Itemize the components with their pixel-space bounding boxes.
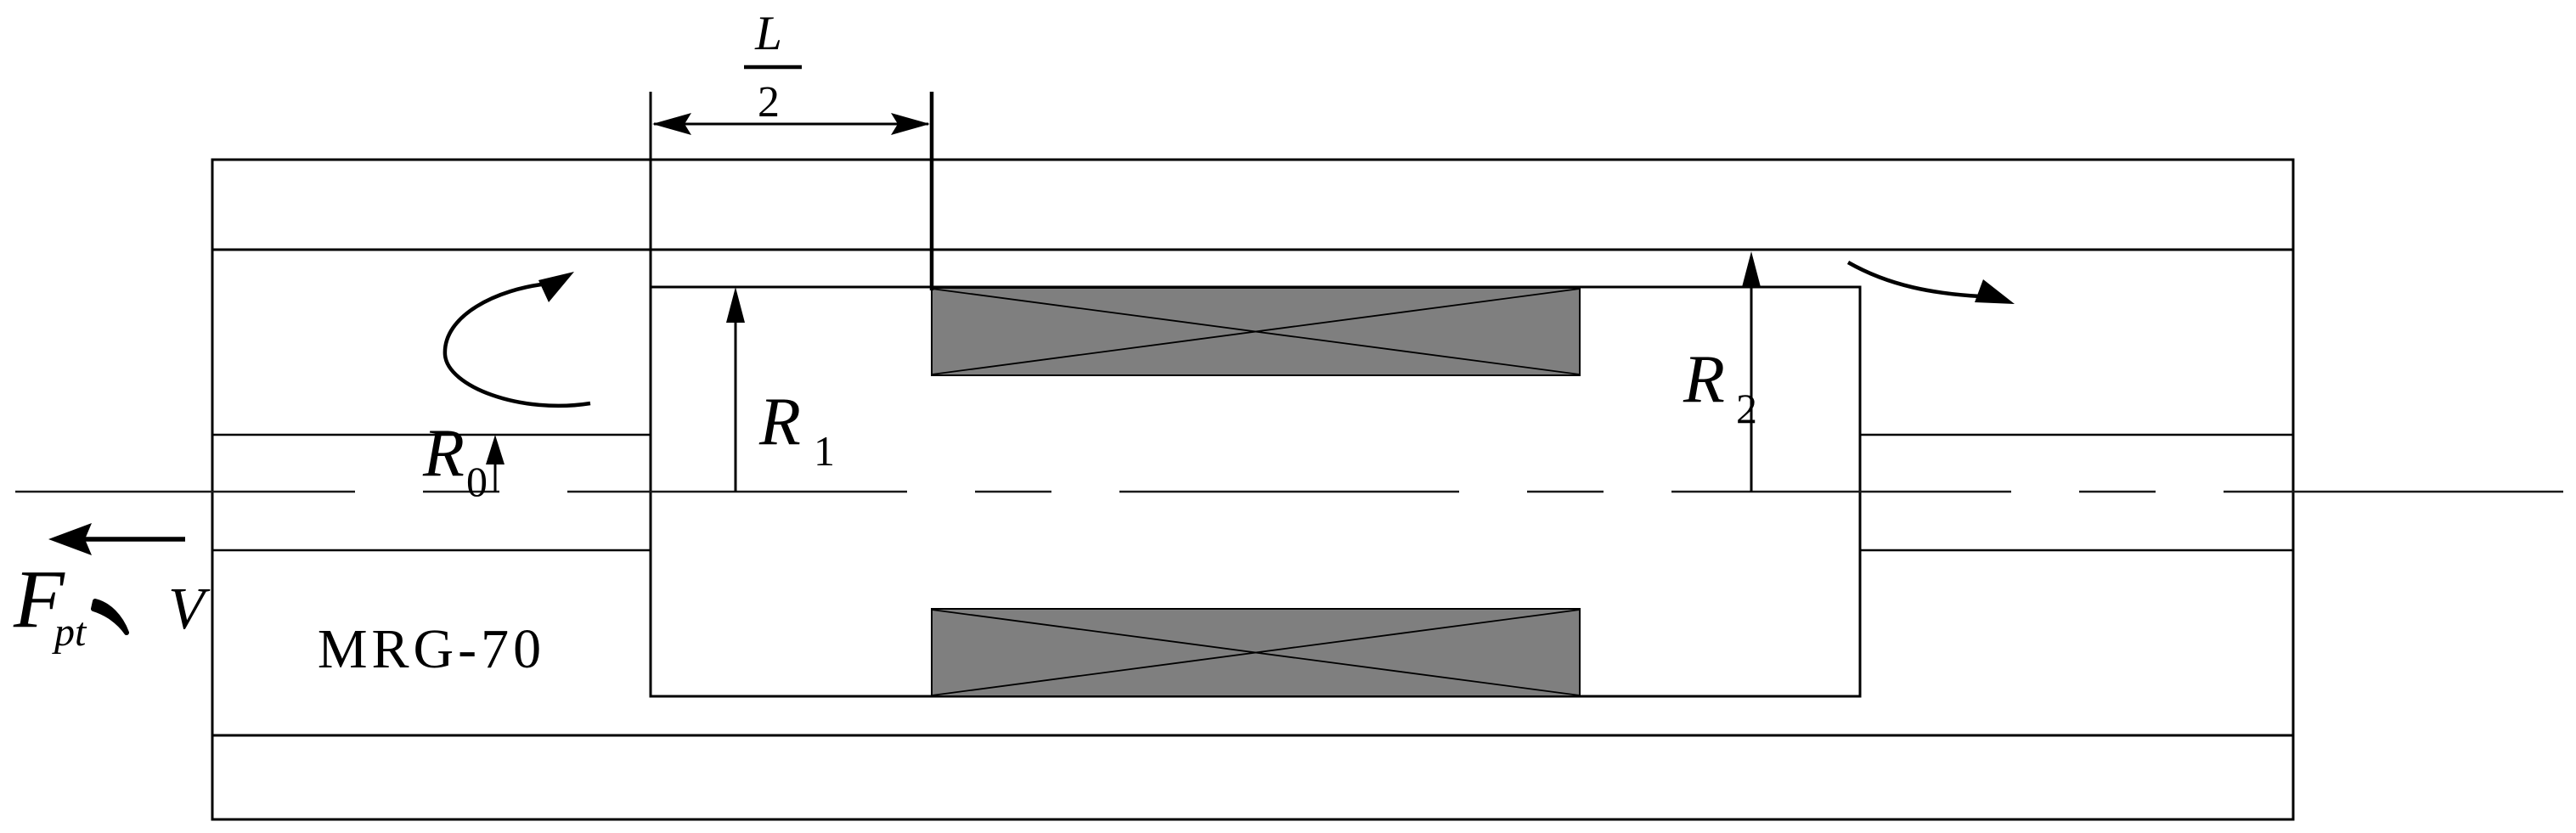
flow-arrow-right-curve xyxy=(1846,261,1981,299)
dimension-arrowhead-left xyxy=(652,113,691,135)
ideographic-comma: 、 xyxy=(91,599,129,635)
radius-rod-annotation: R 0 xyxy=(422,416,504,505)
coil-upper-diagonal-2 xyxy=(931,288,1581,375)
r0-label-subscript: 0 xyxy=(466,458,488,505)
r2-label-subscript: 2 xyxy=(1736,385,1757,432)
force-arrowhead xyxy=(48,523,92,555)
r2-arrowhead xyxy=(1742,251,1761,287)
r0-label: R xyxy=(422,416,465,491)
r0-arrowhead xyxy=(486,435,504,464)
dimension-numerator: L xyxy=(754,7,782,60)
radius-cylinder-annotation: R 2 xyxy=(1683,251,1761,492)
flow-arrow-right xyxy=(1846,261,2015,304)
r1-arrowhead xyxy=(726,287,745,323)
dimension-arrowhead-right xyxy=(891,113,930,135)
force-label-subscript: pt xyxy=(52,610,87,655)
coil-lower xyxy=(931,608,1581,697)
flow-arrow-right-head xyxy=(1975,279,2015,304)
flow-arrow-left-curve xyxy=(442,281,591,408)
flow-arrow-left-head xyxy=(538,272,574,302)
r2-label: R xyxy=(1683,342,1725,417)
flow-arrow-left xyxy=(442,272,591,408)
force-label: F xyxy=(13,554,65,645)
ideographic-comma-stroke xyxy=(91,599,129,635)
velocity-label: V xyxy=(168,577,211,642)
piston-rod xyxy=(212,433,2293,552)
coil-upper xyxy=(931,287,1581,376)
coil-lower-diagonal-2 xyxy=(931,609,1581,696)
r1-label-subscript: 1 xyxy=(814,427,835,475)
force-velocity-annotation: F pt 、 V xyxy=(13,523,211,655)
radius-piston-annotation: R 1 xyxy=(726,287,835,492)
material-label: MRG-70 xyxy=(318,618,545,680)
r1-label: R xyxy=(758,385,801,459)
dimension-denominator: 2 xyxy=(758,78,780,127)
dimension-l-over-2: L 2 xyxy=(649,7,934,290)
